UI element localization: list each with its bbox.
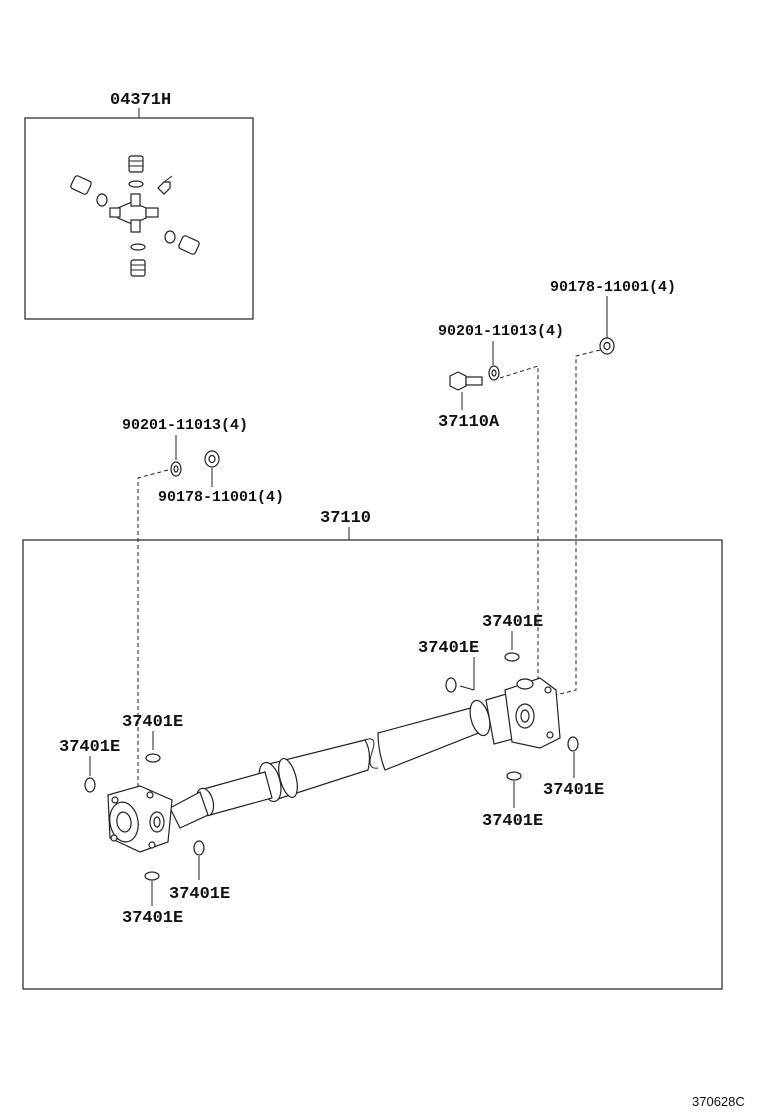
washer-left-label[interactable]: 90201-11013(4) bbox=[122, 417, 248, 434]
kit-label[interactable]: 04371H bbox=[110, 91, 171, 110]
diagram-code: 370628C bbox=[692, 1094, 745, 1109]
washer-left-icon bbox=[170, 461, 182, 477]
clip-left-right-icon bbox=[193, 840, 205, 856]
universal-joint-kit-icon bbox=[70, 155, 200, 277]
kit-box bbox=[24, 117, 254, 320]
nut-left-label[interactable]: 90178-11001(4) bbox=[158, 489, 284, 506]
washer-right-label[interactable]: 90201-11013(4) bbox=[438, 323, 564, 340]
clip-left-bottom-icon bbox=[144, 871, 160, 881]
clip-right-left-label[interactable]: 37401E bbox=[418, 639, 479, 658]
clip-right-top-icon bbox=[504, 652, 520, 662]
clip-left-left-label[interactable]: 37401E bbox=[59, 738, 120, 757]
washer-right-icon bbox=[488, 365, 500, 381]
shaft-assy-label[interactable]: 37110 bbox=[320, 509, 371, 528]
clip-right-right-icon bbox=[567, 736, 579, 752]
shaft-assy-box bbox=[22, 539, 723, 990]
bolt-label[interactable]: 37110A bbox=[438, 413, 500, 432]
clip-right-bottom-label[interactable]: 37401E bbox=[482, 812, 543, 831]
clip-left-left-icon bbox=[84, 777, 96, 793]
nut-left-icon bbox=[204, 450, 220, 468]
nut-right-label[interactable]: 90178-11001(4) bbox=[550, 279, 676, 296]
propeller-shaft-icon bbox=[107, 677, 561, 853]
clip-left-bottom-label[interactable]: 37401E bbox=[122, 909, 183, 928]
clip-left-right-label[interactable]: 37401E bbox=[169, 885, 230, 904]
clip-left-top-label[interactable]: 37401E bbox=[122, 713, 183, 732]
clip-left-top-icon bbox=[145, 753, 161, 763]
clip-right-right-label[interactable]: 37401E bbox=[543, 781, 604, 800]
clip-right-left-icon bbox=[445, 677, 457, 693]
clip-right-bottom-icon bbox=[506, 771, 522, 781]
bolt-icon bbox=[449, 371, 483, 391]
clip-right-top-label[interactable]: 37401E bbox=[482, 613, 543, 632]
nut-right-icon bbox=[599, 337, 615, 355]
